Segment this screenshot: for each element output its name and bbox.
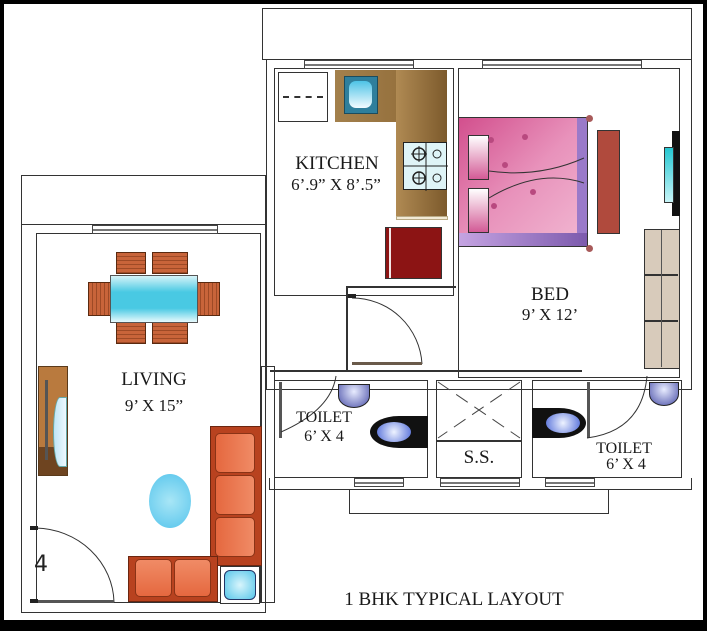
tv-icon	[664, 147, 674, 203]
toilet-left-dimension-label: 6’ X 4	[304, 428, 344, 445]
shaft-cross-icon	[437, 381, 521, 439]
sofa-cushion	[215, 475, 255, 515]
toilet-right-dimension-label: 6’ X 4	[606, 456, 646, 473]
tv-panel	[45, 380, 48, 460]
sink-icon	[344, 76, 378, 114]
tv-screen-icon	[53, 397, 67, 467]
plan-title: 1 BHK TYPICAL LAYOUT	[344, 589, 564, 610]
stove-icon	[403, 142, 448, 191]
kitchen-dimension-label: 6’.9” X 8’.5”	[291, 175, 381, 194]
sofa-cushion	[174, 559, 211, 597]
toilet-left-window	[354, 478, 404, 487]
double-bed	[458, 117, 588, 247]
chair-icon	[152, 322, 188, 344]
washbasin-icon	[338, 384, 370, 408]
living-outer-wall	[21, 225, 266, 613]
chair-icon	[88, 282, 112, 316]
bed-sheet-lines	[488, 134, 585, 209]
cabinet-edge	[389, 228, 391, 278]
wardrobe-split	[661, 230, 662, 367]
sink-basin	[349, 81, 372, 108]
chair-icon	[196, 282, 220, 316]
toilet-left-door	[279, 382, 282, 438]
kitchen-window	[304, 60, 414, 69]
toilet-right-name-label: TOILET	[596, 440, 652, 457]
stool-top	[224, 570, 256, 600]
toilet-ledge	[269, 478, 692, 490]
sofa-bottom	[128, 556, 218, 602]
bed-post	[586, 115, 593, 122]
center-table	[149, 474, 191, 528]
kitchen-bed-outer-wall	[266, 60, 692, 390]
toilet-right-door-swing	[586, 375, 648, 439]
wardrobe	[644, 229, 680, 369]
sofa-cushion	[215, 433, 255, 473]
living-dimension-label: 9’ X 15”	[124, 396, 184, 415]
toilet-right-door	[587, 382, 590, 438]
tv-unit	[672, 131, 680, 216]
duct-box	[349, 490, 609, 514]
lobby-left-line	[346, 286, 348, 370]
bed-bottom-fold	[459, 233, 587, 246]
toilet-seat-icon	[370, 416, 428, 448]
toilet-left-door-swing	[280, 375, 337, 433]
bedroom-door-swing	[348, 294, 423, 365]
shaft-label: S.S.	[463, 447, 495, 468]
bed-window	[482, 60, 642, 69]
burner-icon	[404, 143, 448, 191]
toilet-bowl	[377, 422, 411, 442]
bed-name-label: BED	[531, 284, 569, 305]
shaft-divider	[436, 440, 522, 442]
washbasin-icon	[649, 382, 679, 406]
sofa-cushion	[215, 517, 255, 557]
fridge-line	[283, 96, 323, 98]
shaft-room	[436, 380, 522, 478]
bed-dimension-label: 9’ X 12’	[521, 305, 579, 324]
left-balcony	[21, 175, 266, 225]
toilet-seat-icon	[532, 408, 586, 438]
lobby-bottom-line	[270, 370, 582, 372]
counter-edge	[396, 216, 448, 220]
lobby-top-line	[346, 286, 456, 288]
pillow-icon	[468, 188, 489, 233]
kitchen-name-label: KITCHEN	[295, 153, 379, 174]
sofa-right	[210, 426, 262, 566]
chair-icon	[116, 252, 146, 274]
toilet-bowl	[546, 413, 580, 433]
tv-cabinet	[38, 366, 68, 476]
side-table	[597, 130, 620, 234]
chair-icon	[116, 322, 146, 344]
main-door-swing	[30, 526, 115, 603]
kitchen-cabinet	[385, 227, 442, 279]
top-balcony	[262, 8, 692, 60]
chair-icon	[152, 252, 188, 274]
floor-plan-canvas: KITCHEN 6’.9” X 8’.5” BED 9’ X 12’	[4, 4, 703, 620]
pillow-icon	[468, 135, 489, 180]
toilet-left-name-label: TOILET	[296, 409, 352, 426]
dining-set	[88, 252, 220, 344]
fridge	[278, 72, 328, 122]
toilet-right-window	[545, 478, 595, 487]
living-name-label: LIVING	[121, 369, 187, 390]
shaft-window	[440, 478, 520, 487]
sofa-cushion	[135, 559, 172, 597]
bed-post	[586, 245, 593, 252]
side-stool	[220, 566, 260, 604]
living-window	[92, 225, 218, 234]
dining-table	[110, 275, 198, 323]
door-number-tag: 4	[34, 552, 48, 577]
